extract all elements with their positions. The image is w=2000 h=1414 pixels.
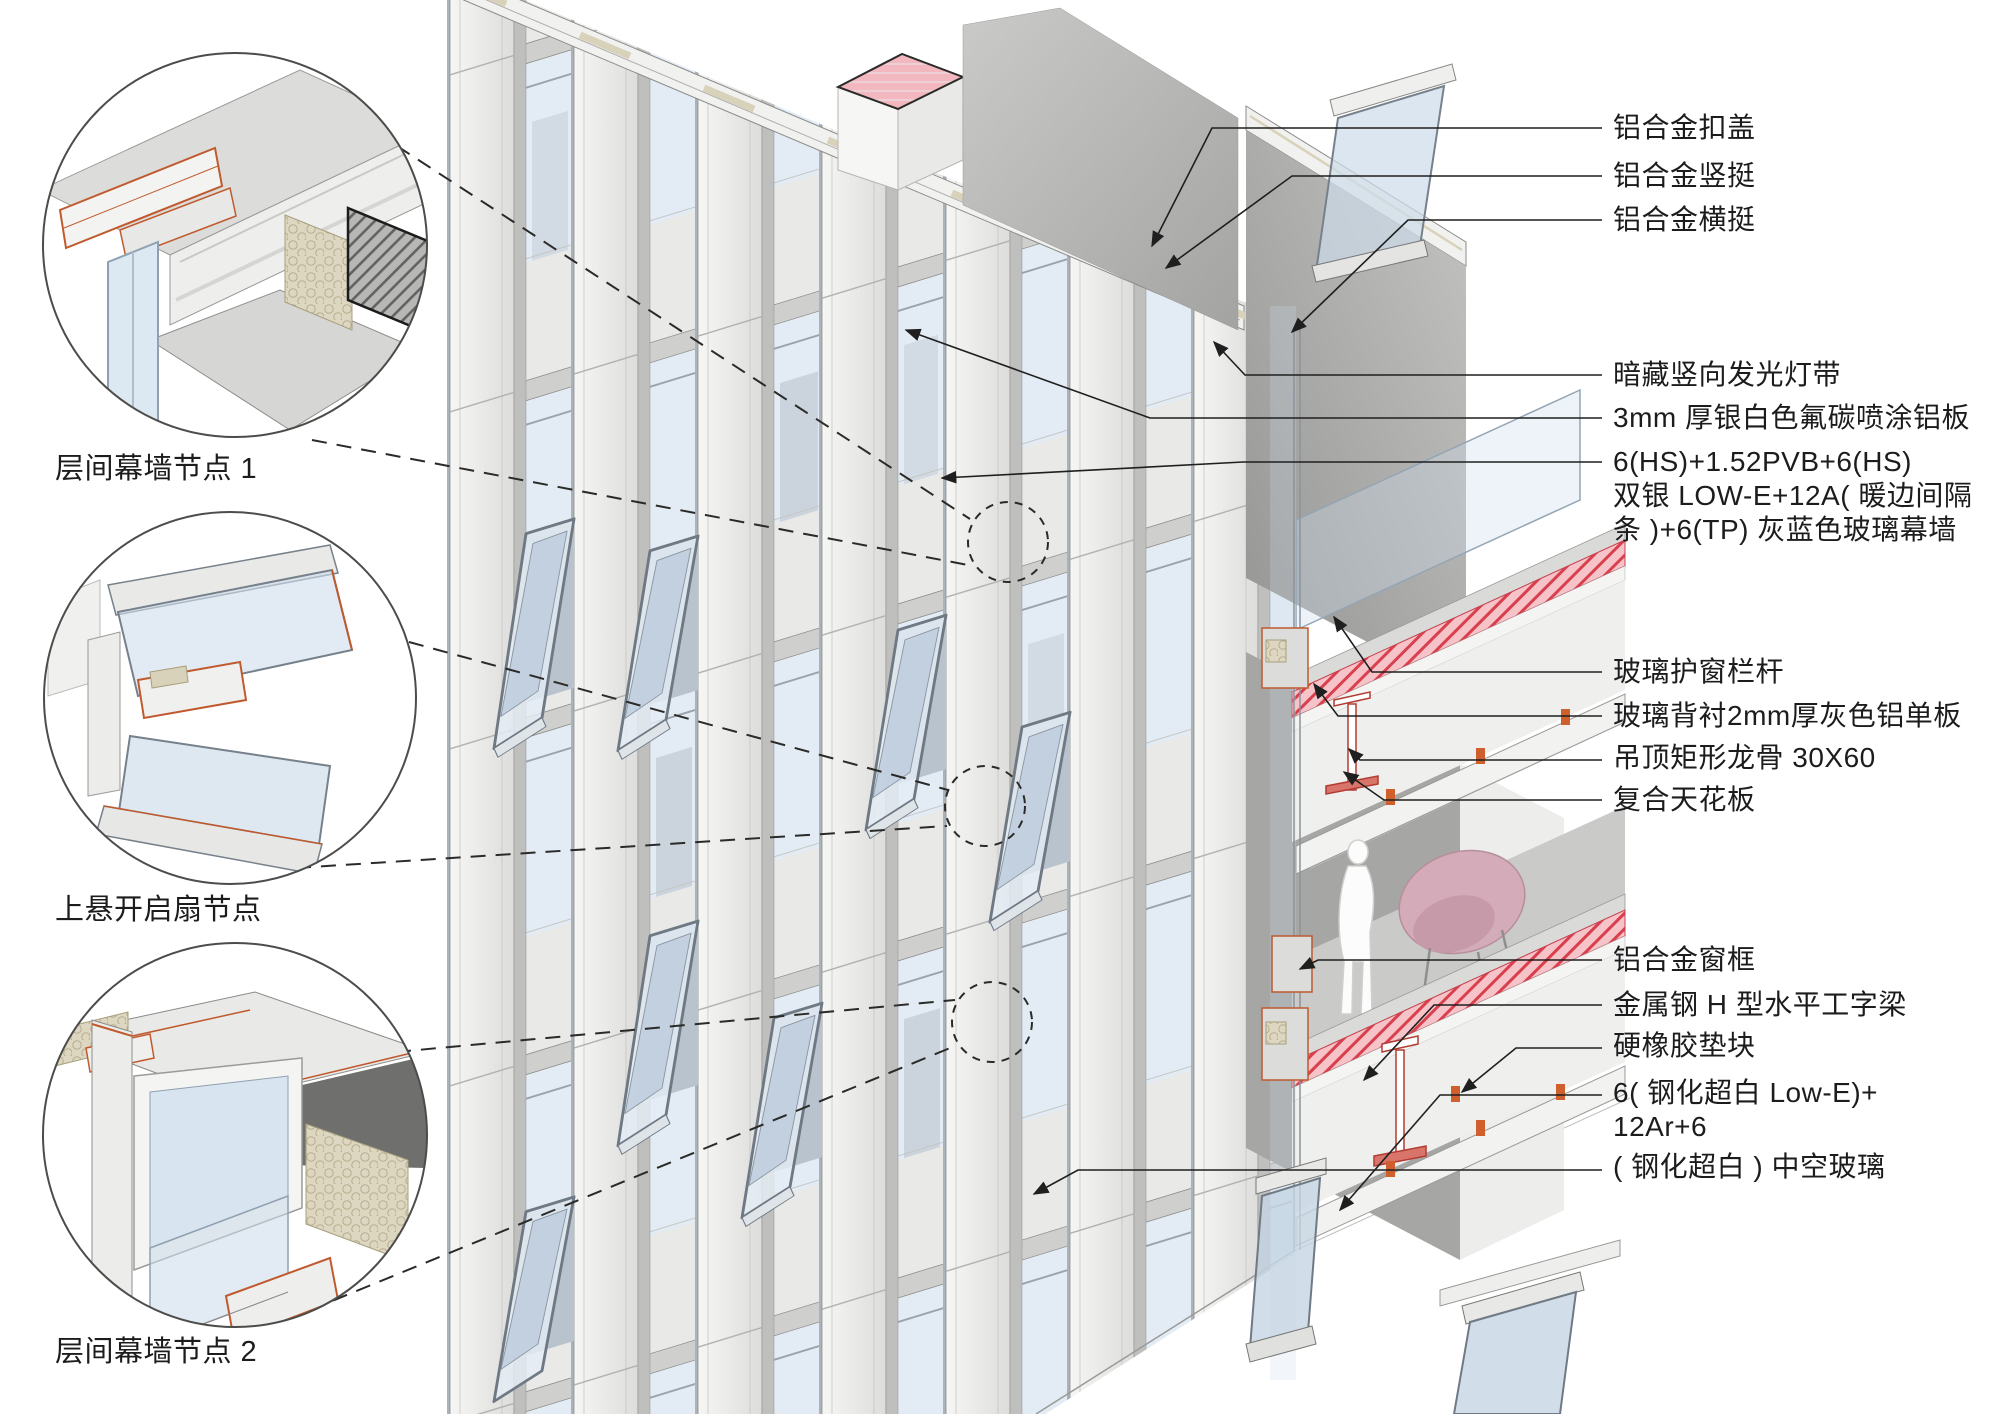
hatched-panel [346,206,427,336]
floor-slab-upper [1291,388,1626,875]
section-open-sashes [1245,63,1621,1414]
detail-circle-1 [42,52,428,438]
human-figure [1338,839,1375,1015]
annotation-label: 6(HS)+1.52PVB+6(HS) 双银 LOW-E+12A( 暖边间隔 条… [1613,446,1973,545]
annotation-label: 铝合金扣盖 [1613,112,1756,143]
detail-marker-1 [967,501,1049,583]
annotation-label: 铝合金竖挺 [1613,160,1756,191]
detail-caption-1: 层间幕墙节点 1 [55,453,258,485]
detail-caption-2: 上悬开启扇节点 [55,894,262,926]
open-window-sashes [492,517,1072,1404]
annotation-label: ( 钢化超白 ) 中空玻璃 [1613,1151,1886,1182]
annotation-label: 硬橡胶垫块 [1613,1030,1756,1061]
detail-connectors [295,145,1049,1311]
window-frame-section [1271,935,1313,993]
annotation-label: 铝合金横挺 [1613,204,1756,235]
ceiling-board [1295,693,1626,875]
annotation-label: 3mm 厚银白色氟碳喷涂铝板 [1613,402,1971,433]
annotation-label: 吊顶矩形龙骨 30X60 [1613,742,1876,773]
rubber-pads [1386,709,1570,805]
annotation-label: 铝合金窗框 [1613,944,1756,975]
leader-lines [904,127,1602,1212]
annotation-label: 复合天花板 [1613,784,1756,815]
honeycomb-insulation [284,214,353,331]
annotation-label: 6( 钢化超白 Low-E)+ 12Ar+6 [1613,1077,1878,1142]
annotation-label: 玻璃护窗栏杆 [1613,656,1785,687]
annotation-label: 玻璃背衬2mm厚灰色铝单板 [1613,700,1962,731]
annotation-label: 暗藏竖向发光灯带 [1613,359,1842,390]
detail-circle-3 [42,942,428,1328]
annotation-label: 金属钢 H 型水平工字梁 [1613,989,1907,1020]
glass-balustrade [1295,388,1581,632]
detail-caption-3: 层间幕墙节点 2 [55,1336,258,1368]
detail-marker-2 [944,765,1026,847]
floor-slab-lower [1291,806,1626,1247]
interior-cutaway [1245,105,1626,1380]
upper-gray-wall [962,7,1239,331]
rubber-pads [1386,1084,1565,1177]
return-wall [1246,130,1466,694]
detail-marker-3 [951,981,1033,1063]
detail-circle-2 [43,511,417,885]
